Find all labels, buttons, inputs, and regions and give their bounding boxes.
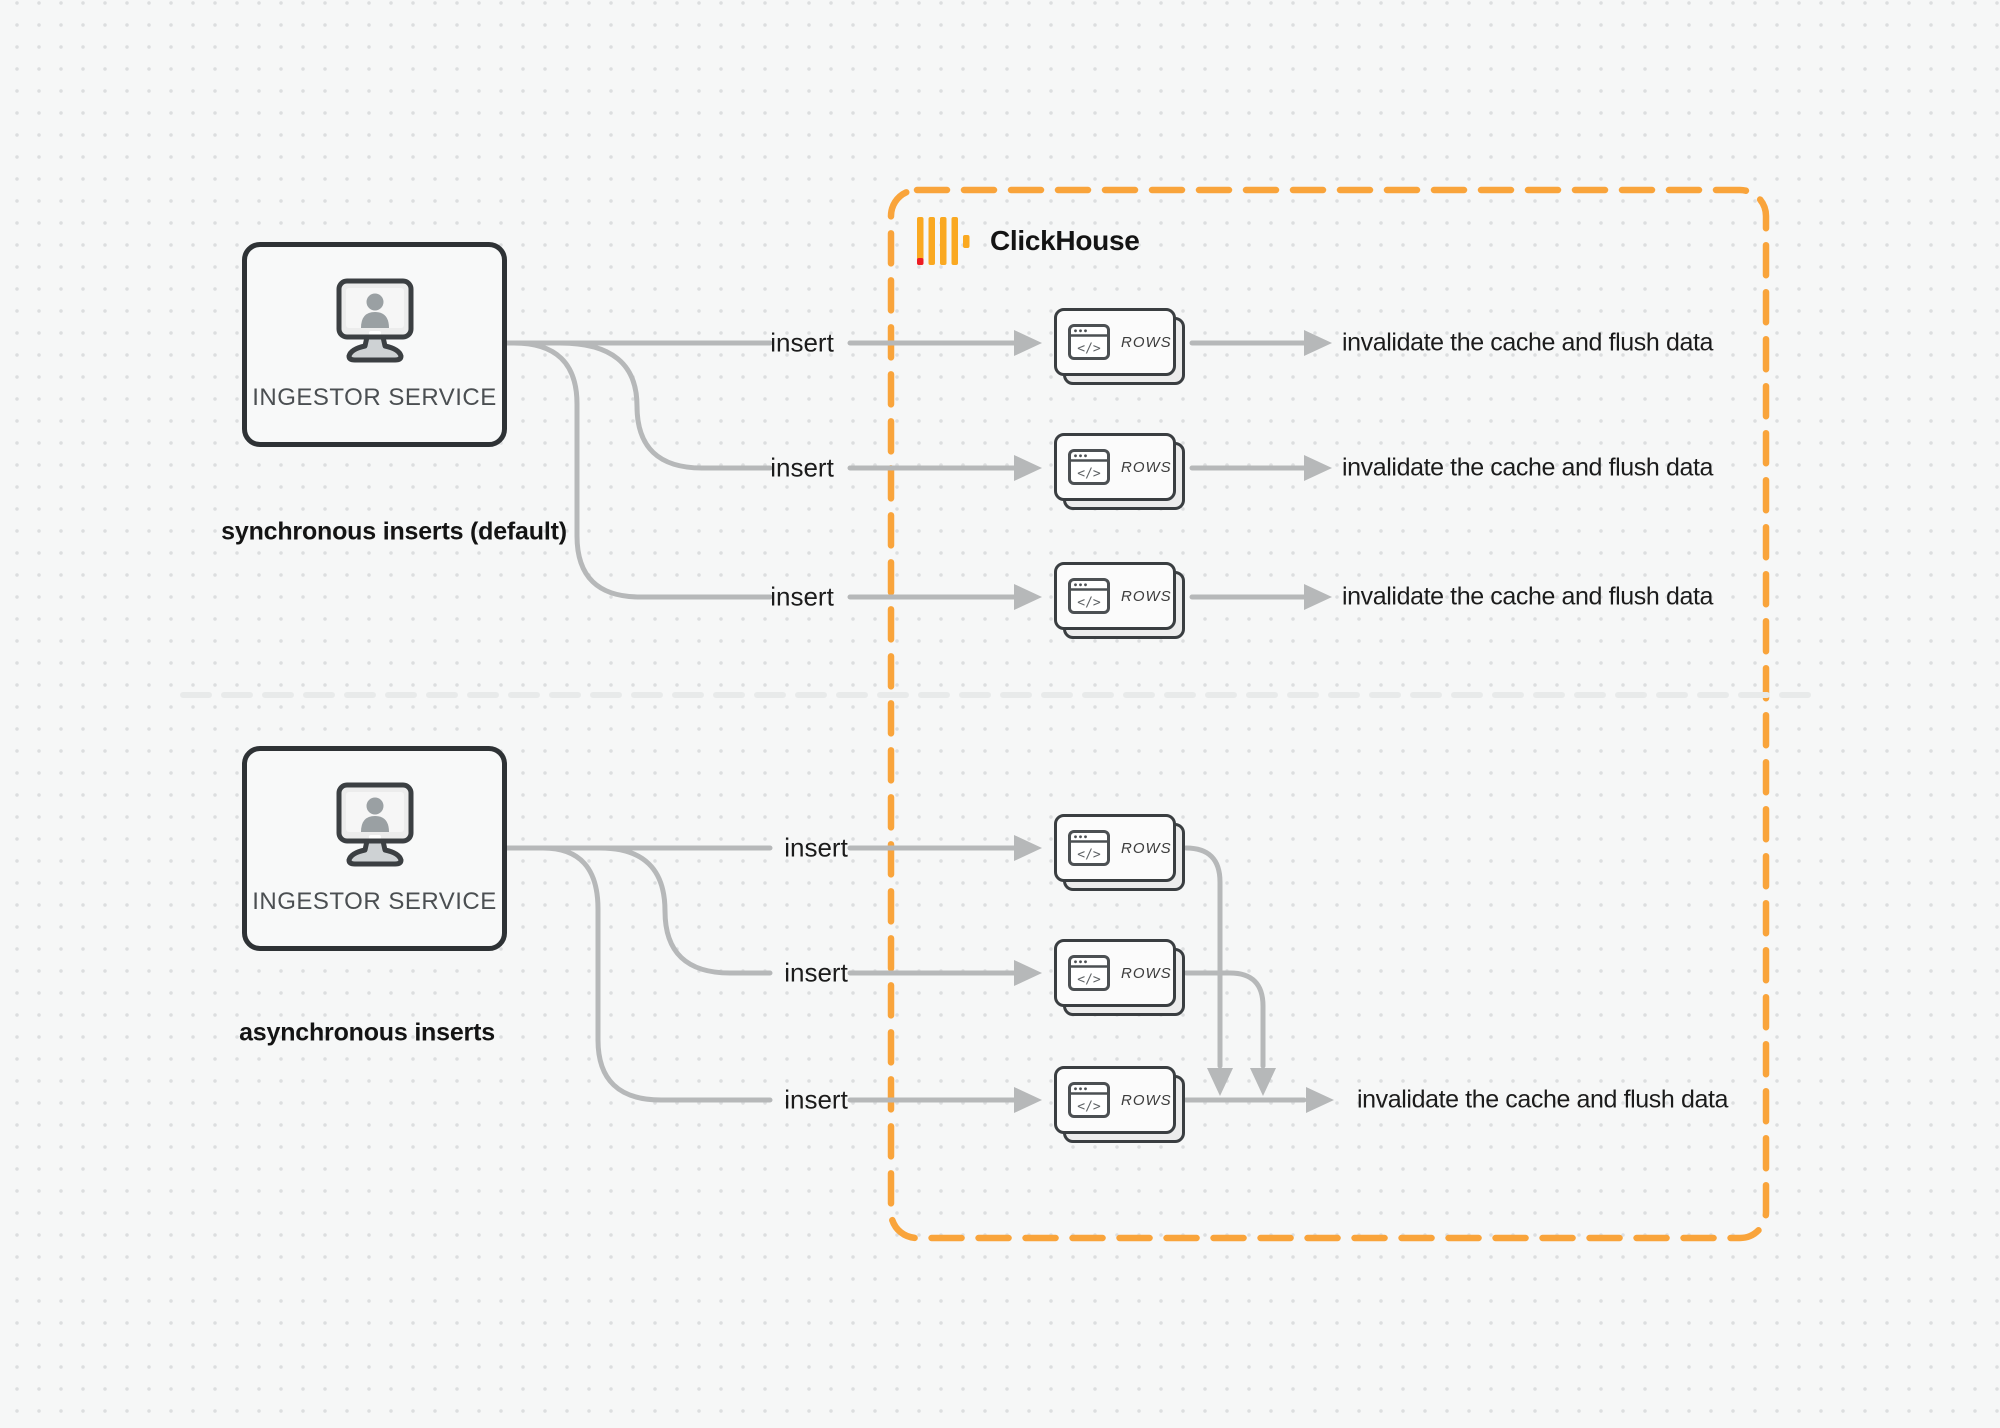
service-title: INGESTOR SERVICE [252, 383, 497, 411]
ingestor-service-box-sync: INGESTOR SERVICE [242, 242, 507, 447]
insert-label: insert [770, 327, 834, 358]
rows-card-label: ROWS [1121, 964, 1172, 982]
arrowhead-async-insert-2 [1014, 960, 1042, 986]
arrowhead-sync-result-2 [1304, 455, 1332, 481]
rows-card-label: ROWS [1121, 839, 1172, 857]
result-label: invalidate the cache and flush data [1342, 453, 1713, 482]
sync-section-label: synchronous inserts (default) [221, 517, 567, 546]
insert-label: insert [784, 1084, 848, 1115]
rows-card-async-2: </> ROWS [1054, 939, 1188, 1019]
insert-label: insert [784, 832, 848, 863]
rows-card-async-3: </> ROWS [1054, 1066, 1188, 1146]
monitor-user-icon [336, 278, 413, 362]
browser-code-window-icon: </> [1068, 578, 1110, 614]
rows-card-async-1: </> ROWS [1054, 814, 1188, 894]
arrowhead-async-merge-1 [1207, 1068, 1233, 1096]
arrowhead-sync-result-3 [1304, 584, 1332, 610]
rows-card-sync-2: </> ROWS [1054, 433, 1188, 513]
arrowhead-async-result [1306, 1087, 1334, 1113]
svg-text:</>: </> [1077, 848, 1101, 863]
arrowhead-async-merge-2 [1250, 1068, 1276, 1096]
sync-line-row3 [511, 340, 773, 600]
sync-line-row2 [557, 340, 773, 471]
monitor-user-icon [336, 782, 413, 866]
arrowhead-sync-result-1 [1304, 330, 1332, 356]
clickhouse-logo: ClickHouse [917, 216, 1140, 266]
insert-label: insert [784, 957, 848, 988]
async-merge-line-row1 [1183, 845, 1223, 1069]
arrowhead-async-insert-1 [1014, 835, 1042, 861]
arrowhead-sync-insert-2 [1014, 455, 1042, 481]
arrowhead-async-insert-3 [1014, 1087, 1042, 1113]
service-title: INGESTOR SERVICE [252, 887, 497, 915]
rows-card-front: </> ROWS [1054, 939, 1176, 1007]
svg-text:</>: </> [1077, 467, 1101, 482]
svg-text:</>: </> [1077, 1100, 1101, 1115]
rows-card-front: </> ROWS [1054, 562, 1176, 630]
rows-card-front: </> ROWS [1054, 1066, 1176, 1134]
arrowhead-sync-insert-3 [1014, 584, 1042, 610]
rows-card-label: ROWS [1121, 458, 1172, 476]
clickhouse-bars-icon [917, 217, 970, 265]
browser-code-window-icon: </> [1068, 449, 1110, 485]
browser-code-window-icon: </> [1068, 1082, 1110, 1118]
rows-card-label: ROWS [1121, 587, 1172, 605]
svg-text:</>: </> [1077, 342, 1101, 357]
browser-code-window-icon: </> [1068, 955, 1110, 991]
result-label: invalidate the cache and flush data [1342, 328, 1713, 357]
async-section-label: asynchronous inserts [239, 1018, 495, 1047]
result-label: invalidate the cache and flush data [1342, 582, 1713, 611]
async-merge-line-row2 [1183, 970, 1266, 1069]
browser-code-window-icon: </> [1068, 830, 1110, 866]
result-label: invalidate the cache and flush data [1357, 1085, 1728, 1114]
rows-card-label: ROWS [1121, 333, 1172, 351]
rows-card-front: </> ROWS [1054, 433, 1176, 501]
svg-text:</>: </> [1077, 973, 1101, 988]
insert-label: insert [770, 452, 834, 483]
browser-code-window-icon: </> [1068, 324, 1110, 360]
rows-card-label: ROWS [1121, 1091, 1172, 1109]
rows-card-sync-1: </> ROWS [1054, 308, 1188, 388]
arrowhead-sync-insert-1 [1014, 330, 1042, 356]
clickhouse-label: ClickHouse [990, 225, 1140, 256]
rows-card-front: </> ROWS [1054, 308, 1176, 376]
svg-text:</>: </> [1077, 596, 1101, 611]
ingestor-service-box-async: INGESTOR SERVICE [242, 746, 507, 951]
async-line-row2 [597, 845, 773, 976]
insert-label: insert [770, 581, 834, 612]
rows-card-sync-3: </> ROWS [1054, 562, 1188, 642]
async-line-row3 [540, 845, 773, 1103]
rows-card-front: </> ROWS [1054, 814, 1176, 882]
